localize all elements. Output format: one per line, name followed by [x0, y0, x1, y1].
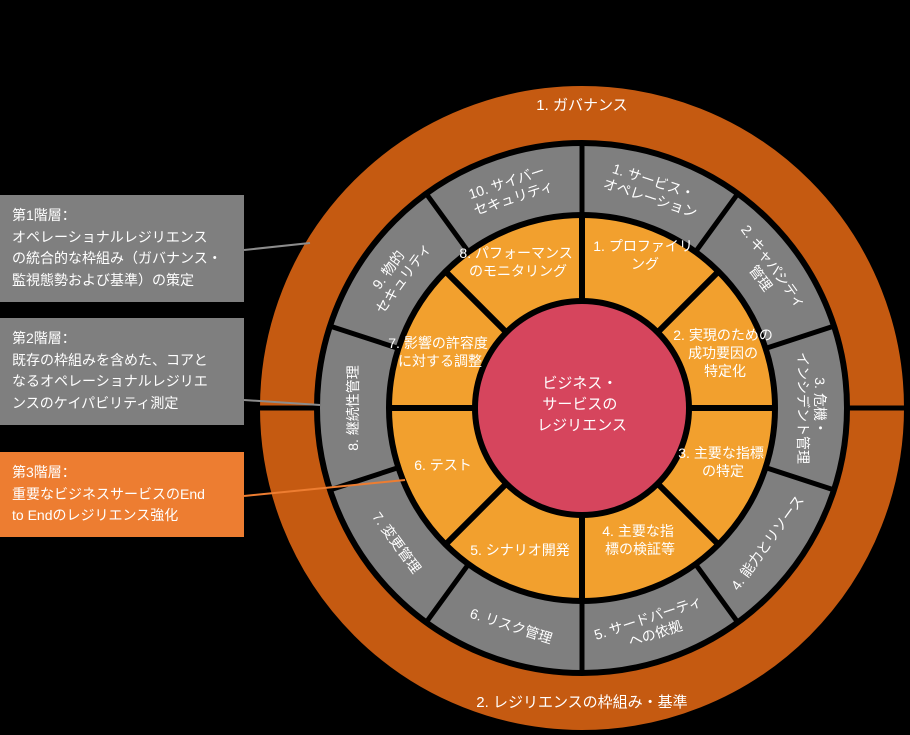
tier2-line-3: なるオペレーショナルレジリエ [12, 373, 208, 390]
inner-seg-performance-monitoring: 8. パフォーマンス のモニタリング [459, 245, 576, 279]
inner-ring: 1. プロファイリ ング 2. 実現のための 成功要因の 特定化 3. 主要な指… [388, 214, 776, 602]
tier3-connector-line [243, 479, 406, 497]
inner-ring-dividers [388, 214, 776, 602]
callout-connectors [243, 242, 406, 497]
center-circle [478, 304, 686, 512]
inner-seg-key-indicators: 3. 主要な指標 の特定 [678, 445, 767, 479]
tier3-line-3: to Endのレジリエンス強化 [12, 507, 179, 524]
inner-seg-profiling: 1. プロファイリ ング [593, 238, 696, 272]
tier2-line-2: 既存の枠組みを含めた、コアと [12, 351, 208, 368]
callout-tier1: 第1階層： オペレーショナルレジリエンス の統合的な枠組み（ガバナンス・ 監視態… [0, 195, 244, 302]
inner-seg-indicator-verification: 4. 主要な指 標の検証等 [602, 523, 677, 557]
tier2-line-4: ンスのケイパビリティ測定 [12, 395, 179, 412]
inner-seg-success-factors: 2. 実現のための 成功要因の 特定化 [673, 327, 776, 379]
inner-seg-testing: 6. テスト [414, 457, 472, 473]
middle-ring-dividers [328, 142, 836, 674]
center-label: ビジネス・ サービスの レジリエンス [537, 375, 627, 434]
tier1-line-1: 第1階層： [12, 207, 76, 223]
tier1-connector-line [243, 242, 311, 251]
callout-tier3: 第3階層： 重要なビジネスサービスのEnd to Endのレジリエンス強化 [0, 452, 244, 538]
tier1-line-3: の統合的な枠組み（ガバナンス・ [12, 250, 222, 267]
callout-tier2: 第2階層： 既存の枠組みを含めた、コアと なるオペレーショナルレジリエ ンスのケ… [0, 318, 244, 425]
tier1-line-4: 監視態勢および基準）の策定 [12, 272, 194, 289]
tier2-connector-line [243, 399, 321, 406]
outer-ring: 1. ガバナンス 2. レジリエンスの枠組み・基準 [258, 86, 906, 730]
outer-ring-top-label: 1. ガバナンス [536, 97, 627, 114]
middle-ring: 1. サービス・ オペレーション 2. キャパシティ 管理 3. 危機・ インシ… [320, 142, 844, 674]
inner-seg-scenario-development: 5. シナリオ開発 [470, 542, 570, 558]
outer-ring-bottom-label: 2. レジリエンスの枠組み・基準 [476, 694, 687, 711]
tier3-line-1: 第3階層： [12, 464, 76, 480]
tier3-line-2: 重要なビジネスサービスのEnd [12, 485, 205, 502]
inner-seg-impact-tolerance: 7. 影響の許容度 に対する調整 [388, 335, 491, 369]
tier1-line-2: オペレーショナルレジリエンス [12, 228, 208, 245]
tier2-line-1: 第2階層： [12, 330, 76, 346]
center-hub: ビジネス・ サービスの レジリエンス [478, 304, 686, 512]
middle-seg-crisis-incident-mgmt: 3. 危機・ インシデント管理 [795, 352, 828, 464]
middle-seg-continuity-mgmt: 8. 継続性管理 [345, 365, 361, 451]
